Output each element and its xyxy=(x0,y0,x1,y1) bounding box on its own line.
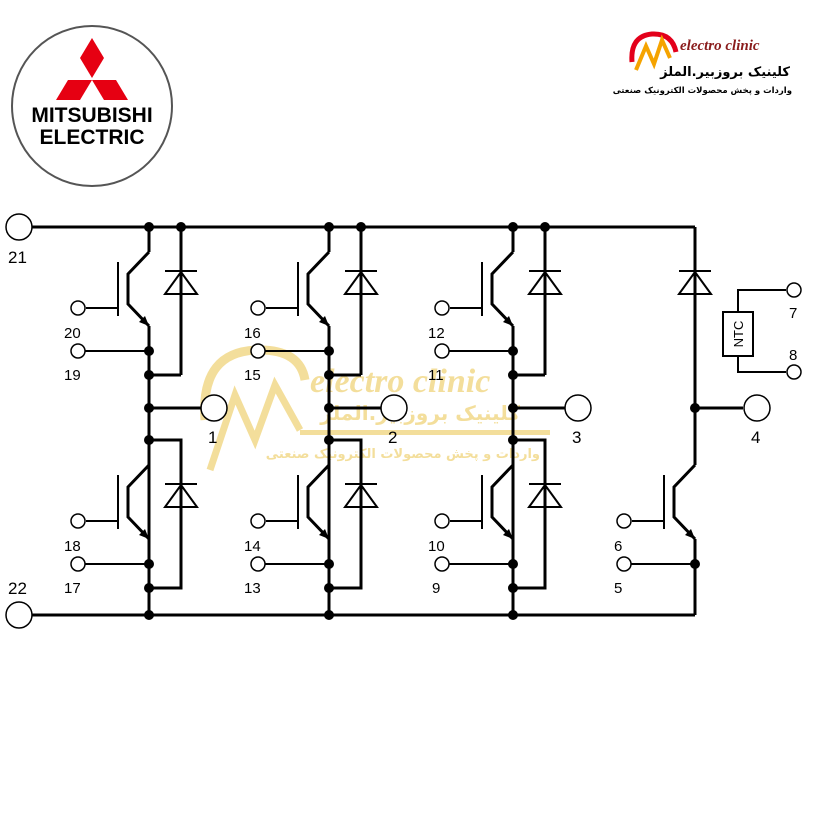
pin-8: 8 xyxy=(789,347,797,364)
pin-19: 19 xyxy=(64,367,81,384)
rail-terminal-p: 21 xyxy=(5,213,33,267)
watermark-bar xyxy=(300,430,550,435)
pin-5: 5 xyxy=(614,580,622,597)
p-rail-label: 21 xyxy=(8,248,27,267)
pin-12: 12 xyxy=(428,325,445,342)
brand-line1: MITSUBISHI xyxy=(31,104,152,127)
pin-17: 17 xyxy=(64,580,81,597)
clinic-name-fa: کلینیک بروزبیر.الملز xyxy=(659,65,790,80)
pin-6: 6 xyxy=(614,538,622,555)
brake-leg: 6 5 4 xyxy=(614,227,771,615)
three-diamonds-icon xyxy=(56,38,128,100)
phase-leg-2: 16 15 14 13 2 xyxy=(244,222,408,620)
output-1-label: 1 xyxy=(208,428,217,447)
pin-13: 13 xyxy=(244,580,261,597)
rail-terminal-n: 22 xyxy=(5,579,33,629)
phase-leg-3: 12 11 10 9 3 xyxy=(428,222,592,620)
pin-20: 20 xyxy=(64,325,81,342)
pin-9: 9 xyxy=(432,580,440,597)
ntc-thermistor: NTC 7 8 xyxy=(722,282,802,380)
output-4-label: 4 xyxy=(751,428,760,447)
phase-leg-1: 20 19 18 17 1 xyxy=(64,222,228,620)
pin-16: 16 xyxy=(244,325,261,342)
output-3-label: 3 xyxy=(572,428,581,447)
clinic-mark-icon xyxy=(629,31,679,71)
pin-18: 18 xyxy=(64,538,81,555)
clinic-tagline-fa: واردات و پخش محصولات الکترونیک صنعتی xyxy=(613,86,792,96)
output-2-label: 2 xyxy=(388,428,397,447)
pin-10: 10 xyxy=(428,538,445,555)
watermark-name-fa: کلینیک بروزبیر.الملز xyxy=(319,401,520,425)
watermark-tagline-fa: واردات و پخش محصولات الکترونیک صنعتی xyxy=(266,447,540,462)
pin-15: 15 xyxy=(244,367,261,384)
n-rail-label: 22 xyxy=(8,579,27,598)
electro-clinic-logo: electro clinic کلینیک بروزبیر.الملز وارد… xyxy=(613,26,796,98)
pin-11: 11 xyxy=(428,367,444,384)
ntc-label: NTC xyxy=(731,321,746,348)
clinic-name-en: electro clinic xyxy=(680,38,760,54)
mitsubishi-logo: MITSUBISHI ELECTRIC xyxy=(11,25,173,187)
brand-line2: ELECTRIC xyxy=(40,126,145,149)
pin-14: 14 xyxy=(244,538,261,555)
pin-7: 7 xyxy=(789,305,797,322)
watermark-name-en: electro clinic xyxy=(310,363,490,400)
